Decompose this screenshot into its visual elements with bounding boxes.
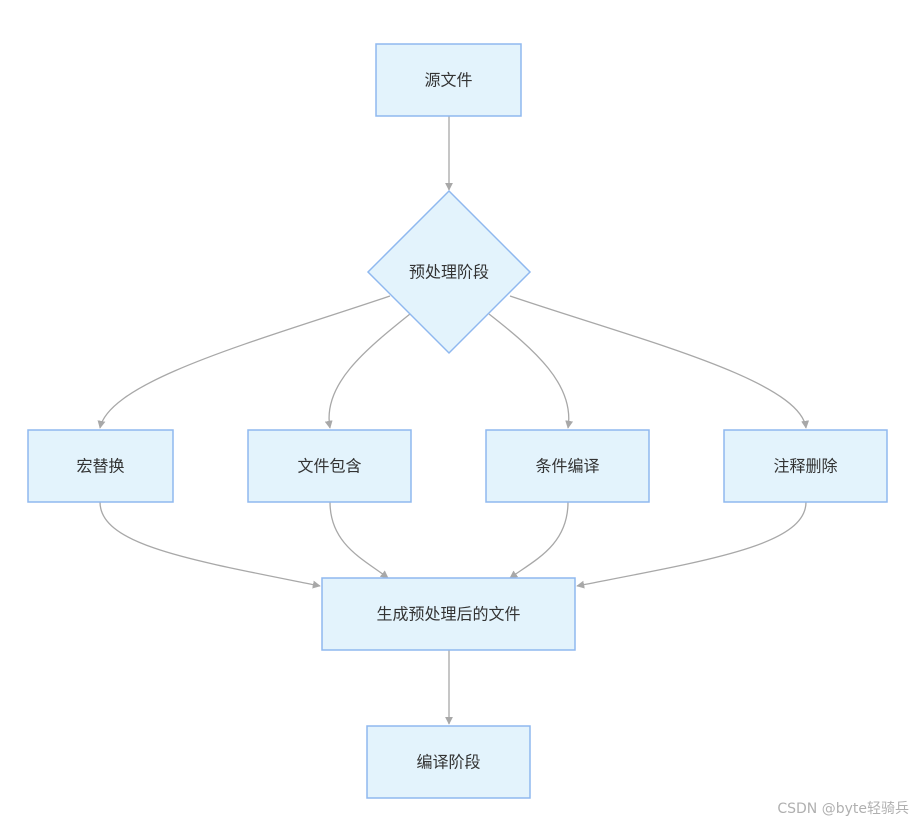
node-output: 生成预处理后的文件 xyxy=(321,577,576,651)
node-compile-box xyxy=(366,725,531,799)
node-compile-label: 编译阶段 xyxy=(416,753,480,772)
node-include: 文件包含 xyxy=(247,429,412,503)
node-conditional: 条件编译 xyxy=(485,429,650,503)
node-conditional-box xyxy=(485,429,650,503)
edge-preprocess-macro xyxy=(97,295,391,429)
edge-preprocess-conditional xyxy=(488,313,574,429)
node-compile: 编译阶段 xyxy=(366,725,531,799)
edge-conditional-output xyxy=(509,501,569,579)
node-comment: 注释删除 xyxy=(723,429,888,503)
edge-preprocess-include xyxy=(324,313,411,429)
node-source-box xyxy=(375,43,522,117)
node-comment-label: 注释删除 xyxy=(773,457,837,476)
node-comment-box xyxy=(723,429,888,503)
node-output-label: 生成预处理后的文件 xyxy=(376,605,520,624)
node-conditional-label: 条件编译 xyxy=(535,457,599,476)
node-macro: 宏替换 xyxy=(27,429,174,503)
node-source-label: 源文件 xyxy=(424,71,472,90)
watermark: CSDN @byte轻骑兵 xyxy=(777,801,909,817)
node-source: 源文件 xyxy=(375,43,522,117)
node-include-label: 文件包含 xyxy=(297,457,361,476)
node-preprocess-diamond xyxy=(366,189,532,355)
node-preprocess: 预处理阶段 xyxy=(366,189,532,355)
node-macro-label: 宏替换 xyxy=(76,457,124,476)
node-macro-box xyxy=(27,429,174,503)
node-include-box xyxy=(247,429,412,503)
node-preprocess-label: 预处理阶段 xyxy=(409,263,489,282)
node-output-box xyxy=(321,577,576,651)
edge-macro-output xyxy=(99,501,321,589)
edges xyxy=(97,116,810,725)
edge-preprocess-comment xyxy=(509,295,810,429)
edge-comment-output xyxy=(576,501,807,589)
edge-include-output xyxy=(329,501,389,579)
